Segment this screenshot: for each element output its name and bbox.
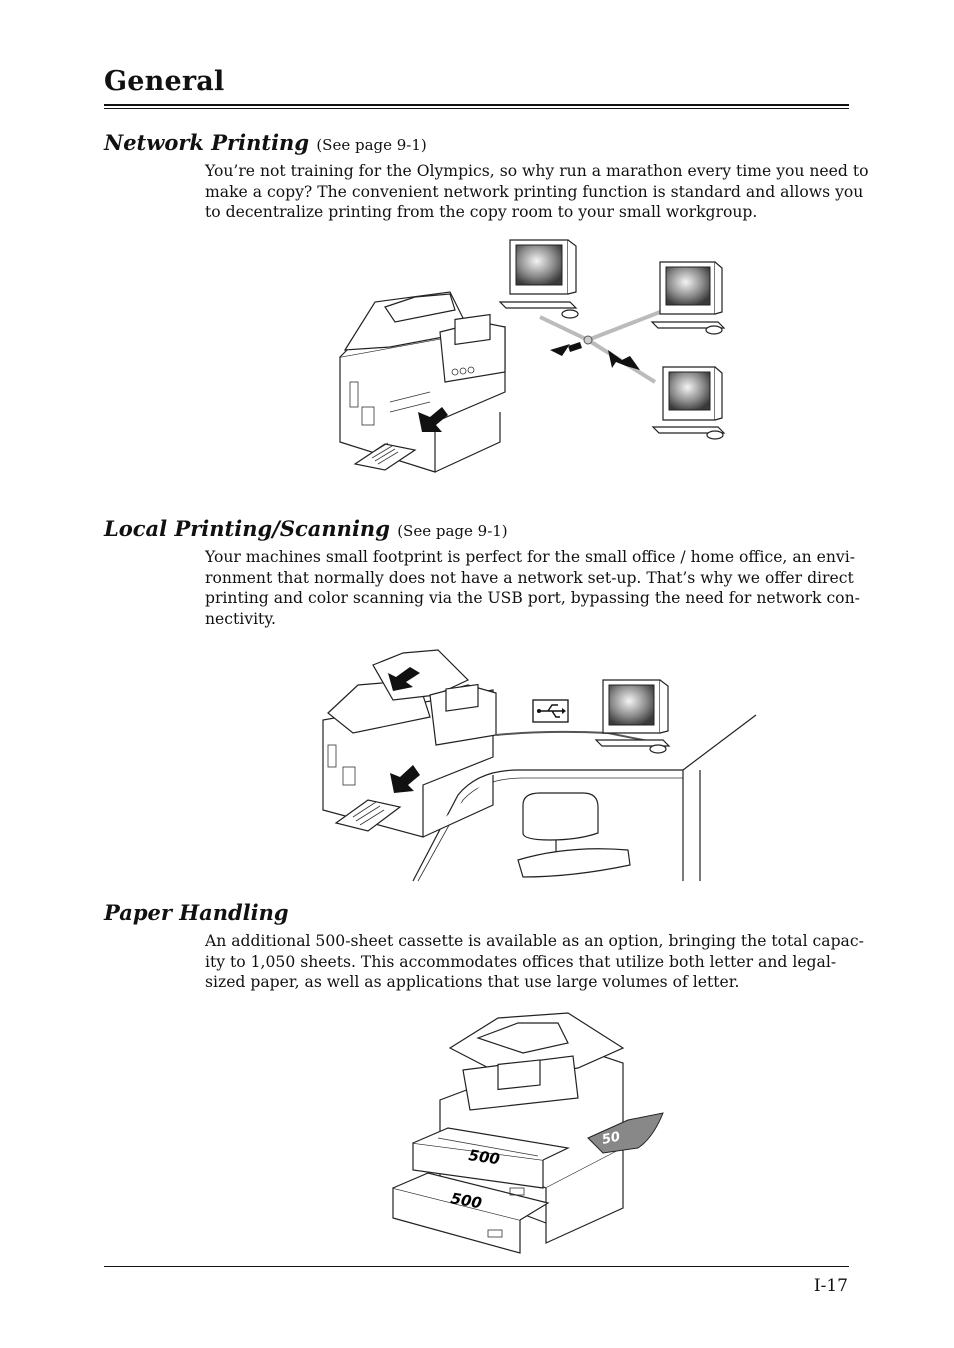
body-line: An additional 500-sheet cassette is avai…: [205, 932, 864, 950]
arrow-from-computer-icon: [608, 350, 640, 370]
header-rule: [104, 104, 849, 106]
upper-cassette-label: 500: [467, 1146, 501, 1168]
body-line: ity to 1,050 sheets. This accommodates o…: [205, 952, 837, 971]
computer-icon: [594, 679, 671, 754]
body-line: make a copy? The convenient network prin…: [205, 182, 864, 201]
section-body-network-printing: You’re not training for the Olympics, so…: [205, 161, 869, 223]
section-page-ref: (See page 9-1): [397, 522, 508, 540]
body-line: ronment that normally does not have a ne…: [205, 568, 854, 587]
copier-icon: [339, 291, 506, 473]
computer-icon: [498, 239, 579, 319]
computer-icon: [651, 366, 726, 440]
section-body-local-printing: Your machines small footprint is perfect…: [205, 547, 860, 629]
upper-cassette-icon: [412, 1127, 570, 1189]
page-number: I-17: [813, 1276, 848, 1296]
output-arrow-icon: [418, 407, 448, 432]
body-line: sized paper, as well as applications tha…: [205, 973, 740, 991]
section-body-paper-handling: An additional 500-sheet cassette is avai…: [205, 931, 864, 993]
section-title: Paper Handling: [104, 900, 289, 925]
page-title: General: [104, 66, 225, 97]
lower-cassette-label: 500: [449, 1189, 483, 1212]
lower-cassette-icon: [392, 1172, 550, 1254]
bypass-tray-icon: [587, 1112, 664, 1154]
paper-handling-illustration: 500 500 50: [392, 1012, 664, 1254]
section-title: Local Printing/Scanning: [104, 516, 390, 541]
section-heading-network-printing: Network Printing (See page 9-1): [104, 130, 427, 155]
footer-rule: [104, 1266, 849, 1267]
body-line: to decentralize printing from the copy r…: [205, 203, 758, 221]
body-line: printing and color scanning via the USB …: [205, 589, 860, 607]
section-heading-paper-handling: Paper Handling: [104, 900, 289, 925]
copier-icon: [322, 649, 497, 838]
usb-icon: [532, 699, 569, 723]
computer-icon: [650, 261, 726, 335]
chair-icon: [517, 792, 631, 878]
printed-page-icon: [334, 799, 402, 832]
body-line: Your machines small footprint is perfect…: [205, 548, 855, 566]
arrow-to-copier-icon: [550, 342, 582, 356]
section-title: Network Printing: [104, 130, 309, 155]
body-line: nectivity.: [205, 609, 277, 628]
header-rule-thin: [104, 108, 849, 109]
bypass-tray-label: 50: [601, 1129, 622, 1147]
scan-arrow-icon: [388, 667, 420, 691]
output-arrow-icon: [390, 765, 420, 793]
network-printing-illustration: [339, 239, 726, 473]
body-line: You’re not training for the Olympics, so…: [205, 162, 869, 180]
local-printing-illustration: [322, 649, 757, 882]
printed-page-icon: [353, 442, 417, 471]
section-heading-local-printing: Local Printing/Scanning (See page 9-1): [104, 516, 508, 541]
section-page-ref: (See page 9-1): [316, 136, 427, 154]
